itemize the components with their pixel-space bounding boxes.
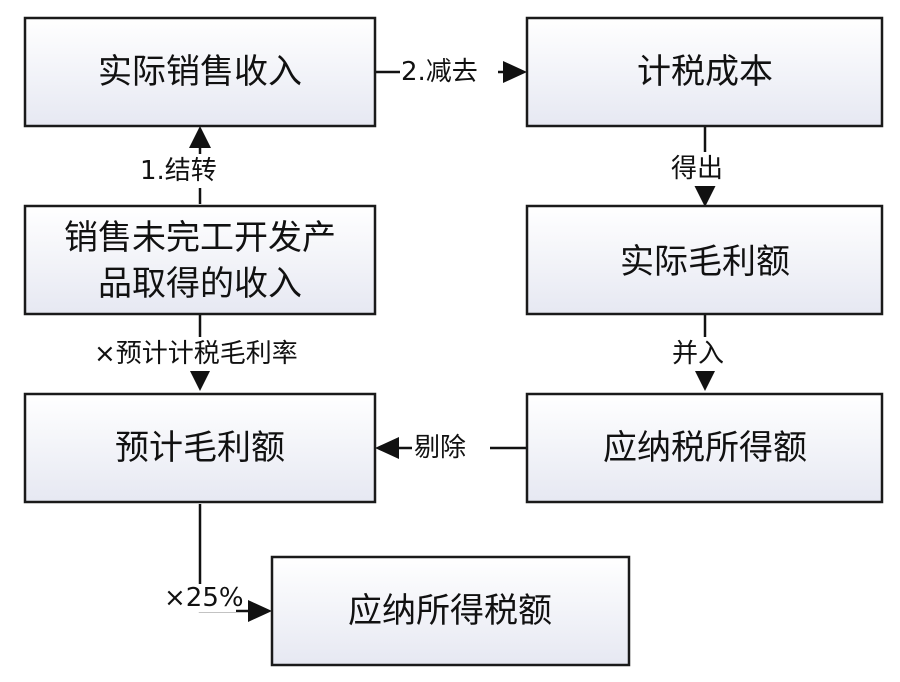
edge-label-exclude: 剔除: [414, 433, 466, 463]
node-taxable-income: 应纳税所得额: [525, 392, 884, 504]
edge-label-multiply-25: ×25%: [164, 583, 244, 613]
edge-subtract: 2.减去: [375, 57, 527, 87]
edge-label-carry-over: 1.结转: [140, 156, 217, 186]
node-label-presale-income-line1: 销售未完工开发产: [64, 218, 336, 258]
node-label-taxable-income: 应纳税所得额: [603, 428, 807, 468]
edge-label-multiply-rate: ×预计计税毛利率: [94, 339, 298, 369]
edge-label-derive: 得出: [671, 154, 723, 184]
node-actual-gross-profit: 实际毛利额: [525, 204, 884, 316]
node-label-presale-income-line2: 品取得的收入: [98, 264, 302, 304]
node-income-tax-payable: 应纳所得税额: [270, 555, 631, 667]
edge-label-merge-in: 并入: [672, 339, 724, 369]
edge-exclude: 剔除: [375, 433, 527, 463]
edge-multiply-rate: ×预计计税毛利率: [88, 314, 320, 391]
node-label-tax-cost: 计税成本: [637, 52, 773, 92]
edge-carry-over: 1.结转: [132, 126, 270, 204]
node-label-actual-gross-profit: 实际毛利额: [620, 242, 790, 282]
node-estimated-gross-profit: 预计毛利额: [23, 392, 377, 504]
node-presale-income: 销售未完工开发产 品取得的收入: [23, 204, 377, 316]
node-label-actual-sales-income: 实际销售收入: [98, 52, 302, 92]
node-tax-cost: 计税成本: [525, 16, 884, 128]
edge-multiply-25: ×25%: [162, 504, 272, 622]
node-label-estimated-gross-profit: 预计毛利额: [115, 428, 285, 468]
edge-merge-in: 并入: [666, 314, 746, 391]
edge-label-subtract: 2.减去: [401, 57, 478, 87]
node-label-income-tax-payable: 应纳所得税额: [348, 591, 552, 631]
edge-derive: 得出: [666, 126, 746, 207]
node-actual-sales-income: 实际销售收入: [23, 16, 377, 128]
